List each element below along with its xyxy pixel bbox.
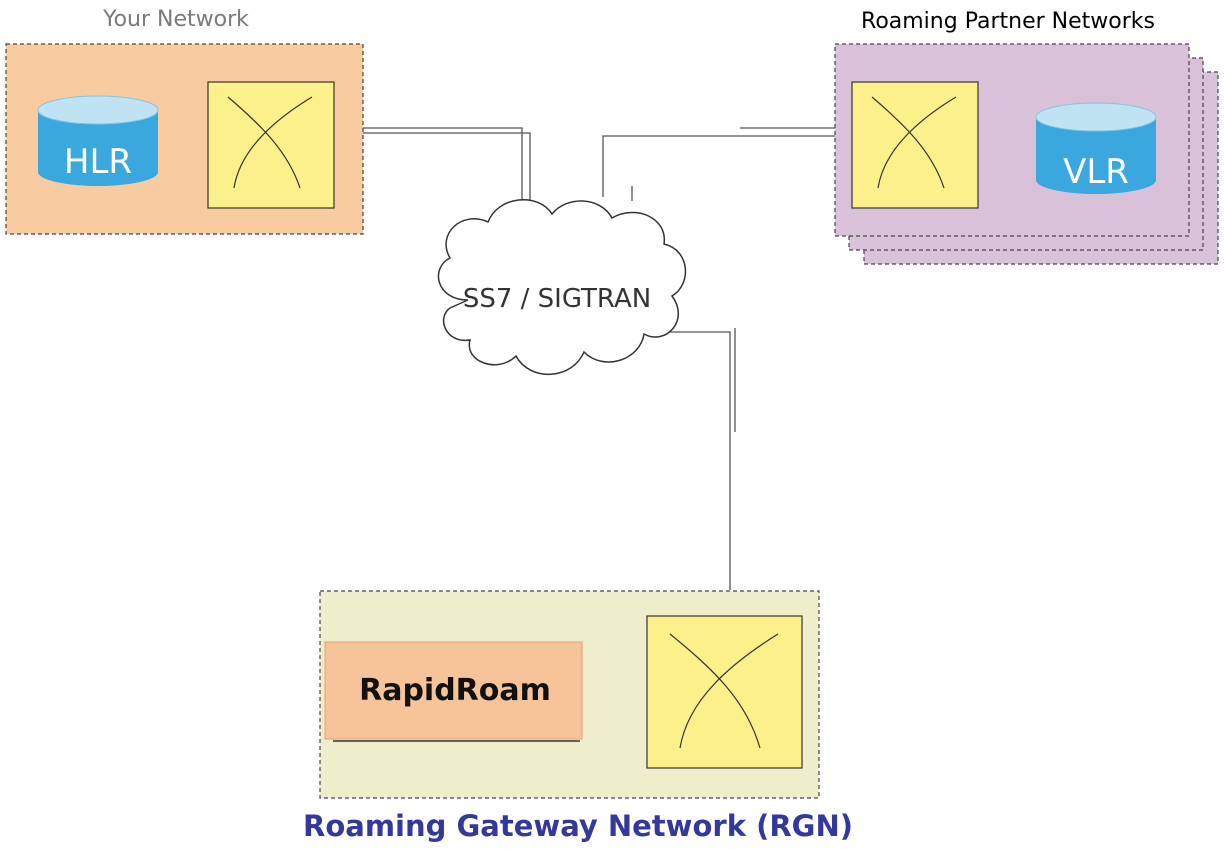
- cloud-label: SS7 / SIGTRAN: [463, 284, 651, 314]
- link-partner-to-cloud: [602, 135, 850, 197]
- rgn-switch-icon: [646, 615, 803, 769]
- hlr-label: HLR: [64, 142, 132, 182]
- connection-lines: [158, 127, 1036, 691]
- vlr-database-icon: VLR: [1035, 102, 1157, 194]
- diagram-title: Roaming Gateway Network (RGN): [303, 809, 853, 843]
- partner-switch-icon: [851, 81, 979, 209]
- partner-networks-label: Roaming Partner Networks: [861, 9, 1155, 34]
- link-cloud-to-rgn: [668, 331, 731, 590]
- rapidroam-box: RapidRoam: [324, 641, 583, 742]
- vlr-label: VLR: [1063, 152, 1129, 192]
- link-your-network-to-cloud-2: [334, 132, 531, 212]
- rapidroam-label: RapidRoam: [359, 673, 551, 708]
- your-network-label: Your Network: [102, 7, 249, 32]
- your-network-switch-icon: [207, 81, 335, 209]
- ss7-sigtran-cloud-icon: SS7 / SIGTRAN: [437, 199, 687, 376]
- hlr-database-icon: HLR: [37, 95, 159, 186]
- partner-networks-group: Roaming Partner Networks VLR: [834, 9, 1219, 265]
- link-your-network-to-cloud: [334, 127, 523, 212]
- rgn-group: RapidRoam: [319, 590, 820, 799]
- your-network-group: Your Network HLR: [5, 7, 364, 235]
